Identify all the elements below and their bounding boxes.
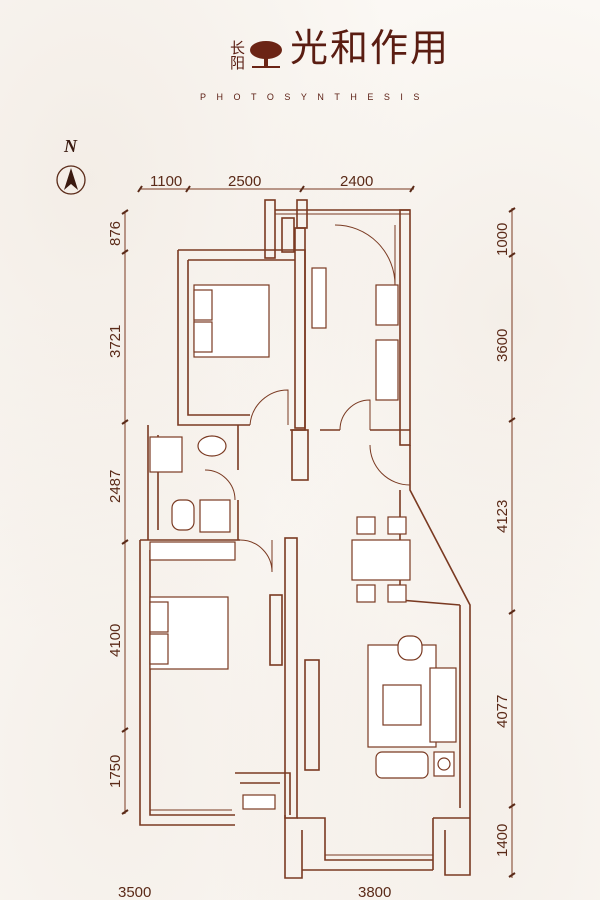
dining-table (351, 539, 411, 581)
shower (149, 436, 183, 473)
compass: N (56, 136, 86, 195)
dimension-left: 876 3721 2487 4100 1750 (107, 209, 129, 815)
logo-subtitle: PHOTOSYNTHESIS (200, 92, 430, 102)
sofa-bottom (375, 751, 429, 779)
dim-right-5: 1400 (494, 824, 511, 857)
coffee-table (382, 684, 422, 726)
armchair (397, 635, 423, 661)
north-label: N (63, 136, 78, 156)
tree-icon (250, 41, 282, 68)
compass-circle (56, 165, 86, 195)
doors (204, 224, 411, 573)
water-heater (242, 794, 276, 810)
dim-bottom-2: 3800 (358, 884, 391, 900)
dim-top-3: 2400 (340, 173, 373, 190)
shelf (149, 541, 236, 561)
furniture (149, 267, 457, 810)
dim-left-5: 1750 (107, 755, 124, 788)
dim-left-2: 3721 (107, 325, 124, 358)
dim-left-3: 2487 (107, 470, 124, 503)
washer (199, 499, 231, 533)
dim-right-2: 3600 (494, 329, 511, 362)
dim-left-1: 876 (107, 221, 124, 246)
dim-top-2: 2500 (228, 173, 261, 190)
dim-right-3: 4123 (494, 500, 511, 533)
dimension-top: 1100 2500 2400 (137, 173, 415, 193)
dim-bottom-1: 3500 (118, 884, 151, 900)
logo-small-text: 长阳 (228, 40, 246, 70)
sofa-right (429, 667, 457, 743)
toilet (171, 499, 195, 531)
dim-right-1: 1000 (494, 223, 511, 256)
logo: 长阳 光和作用 (228, 26, 450, 70)
logo-main-text: 光和作用 (290, 26, 451, 70)
stove (311, 267, 327, 329)
counter (375, 339, 399, 401)
kitchen-sink (375, 284, 399, 326)
dim-right-4: 4077 (494, 695, 511, 728)
dim-top-1: 1100 (150, 173, 182, 190)
sink (197, 435, 227, 457)
dim-left-4: 4100 (107, 624, 124, 657)
north-arrow-icon (64, 168, 78, 190)
dimension-right: 1000 3600 4123 4077 1400 (494, 207, 516, 878)
